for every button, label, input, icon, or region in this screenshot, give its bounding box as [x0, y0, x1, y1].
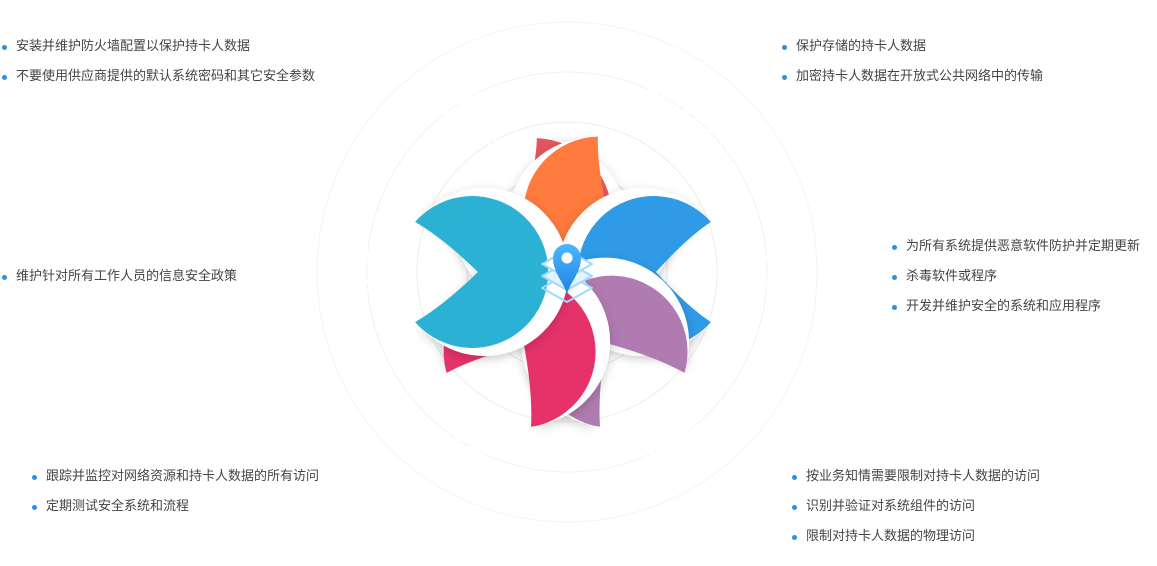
background-ring — [366, 71, 768, 473]
petal-label: 安全政策 — [324, 274, 393, 295]
bullet-item: 为所有系统提供恶意软件防护并定期更新 — [892, 232, 1140, 262]
background-ring — [316, 21, 818, 523]
bullet-item: 不要使用供应商提供的默认系统密码和其它安全参数 — [2, 62, 315, 92]
bullet-item: 开发并维护安全的系统和应用程序 — [892, 292, 1140, 322]
bullet-list-monitor: 跟踪并监控对网络资源和持卡人数据的所有访问定期测试安全系统和流程 — [32, 462, 319, 522]
bullet-list-policy: 维护针对所有工作人员的信息安全政策 — [2, 262, 237, 292]
location-pin-layers-icon — [541, 244, 593, 303]
background-ring — [416, 121, 718, 423]
bullet-item: 跟踪并监控对网络资源和持卡人数据的所有访问 — [32, 462, 319, 492]
petal-label: 维护漏洞 — [734, 250, 802, 271]
bullet-item: 按业务知情需要限制对持卡人数据的访问 — [792, 462, 1040, 492]
bullet-item: 安装并维护防火墙配置以保护持卡人数据 — [2, 32, 315, 62]
bullet-item: 识别并验证对系统组件的访问 — [792, 492, 1040, 522]
bullet-item: 杀毒软件或程序 — [892, 262, 1140, 292]
petal-label: 管理计划 — [734, 274, 802, 295]
bullet-item: 定期测试安全系统和流程 — [32, 492, 319, 522]
bullet-item: 加密持卡人数据在开放式公共网络中的传输 — [782, 62, 1043, 92]
bullet-item: 限制对持卡人数据的物理访问 — [792, 522, 1040, 552]
bullet-list-vuln: 为所有系统提供恶意软件防护并定期更新杀毒软件或程序开发并维护安全的系统和应用程序 — [892, 232, 1140, 322]
bullet-list-access: 按业务知情需要限制对持卡人数据的访问识别并验证对系统组件的访问限制对持卡人数据的… — [792, 462, 1040, 552]
bullet-item: 保护存储的持卡人数据 — [782, 32, 1043, 62]
petal-label: 维护信息 — [324, 250, 392, 271]
bullet-list-network: 安装并维护防火墙配置以保护持卡人数据不要使用供应商提供的默认系统密码和其它安全参… — [2, 32, 315, 92]
bullet-item: 维护针对所有工作人员的信息安全政策 — [2, 262, 237, 292]
petals: 建立并维护安全的网络和系统保护持卡人数据维护漏洞管理计划实施强效访问控制措施定期… — [324, 74, 802, 493]
petal-shape — [415, 196, 549, 348]
bullet-list-cardholder: 保护存储的持卡人数据加密持卡人数据在开放式公共网络中的传输 — [782, 32, 1043, 92]
